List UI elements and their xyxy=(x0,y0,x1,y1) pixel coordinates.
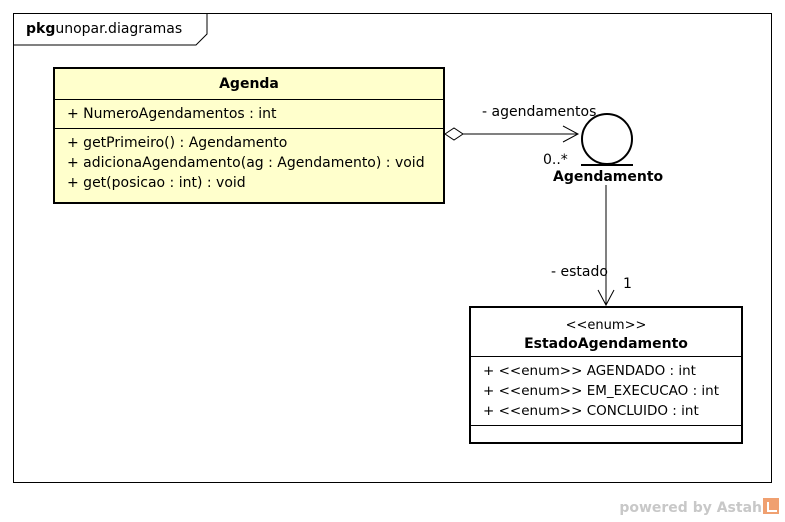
class-agenda-name: Agenda xyxy=(219,76,279,92)
association-arrowhead-agendamentos xyxy=(562,125,580,143)
role-agendamentos: - agendamentos xyxy=(482,104,597,120)
operation: + adicionaAgendamento(ag : Agendamento) … xyxy=(67,155,425,171)
role-estado: - estado xyxy=(551,264,608,280)
enum-estado-agendamento[interactable]: <<enum>> EstadoAgendamento + <<enum>> AG… xyxy=(469,306,743,444)
class-agenda[interactable]: Agenda + NumeroAgendamentos : int + getP… xyxy=(53,67,445,204)
entity-agendamento-name[interactable]: Agendamento xyxy=(553,169,664,185)
package-name: unopar.diagramas xyxy=(55,21,183,37)
operation: + getPrimeiro() : Agendamento xyxy=(67,135,288,151)
enum-literal: + <<enum>> CONCLUIDO : int xyxy=(483,403,699,419)
entity-icon xyxy=(581,113,633,166)
enum-literals: + <<enum>> AGENDADO : int + <<enum>> EM_… xyxy=(471,356,741,425)
multiplicity-estado: 1 xyxy=(623,276,632,292)
package-keyword: pkg xyxy=(26,21,56,37)
enum-operations xyxy=(471,425,741,436)
class-agenda-operations: + getPrimeiro() : Agendamento + adiciona… xyxy=(55,128,443,197)
association-arrowhead-estado xyxy=(597,289,615,307)
astah-logo-icon xyxy=(763,498,779,514)
enum-name: EstadoAgendamento xyxy=(524,336,688,352)
aggregation-diamond xyxy=(444,127,464,141)
footer-text: powered by Astah xyxy=(619,500,762,516)
footer-watermark: powered by Astah xyxy=(619,498,779,516)
package-tab-outline xyxy=(14,14,208,46)
class-agenda-attributes: + NumeroAgendamentos : int xyxy=(55,99,443,128)
operation: + get(posicao : int) : void xyxy=(67,175,246,191)
multiplicity-agendamentos: 0..* xyxy=(543,152,568,168)
enum-literal: + <<enum>> EM_EXECUCAO : int xyxy=(483,383,720,399)
enum-stereotype: <<enum>> xyxy=(565,318,647,333)
enum-literal: + <<enum>> AGENDADO : int xyxy=(483,363,696,379)
attribute: + NumeroAgendamentos : int xyxy=(67,106,277,122)
package-tab: pkgunopar.diagramas xyxy=(14,14,188,45)
package-frame xyxy=(13,13,772,483)
